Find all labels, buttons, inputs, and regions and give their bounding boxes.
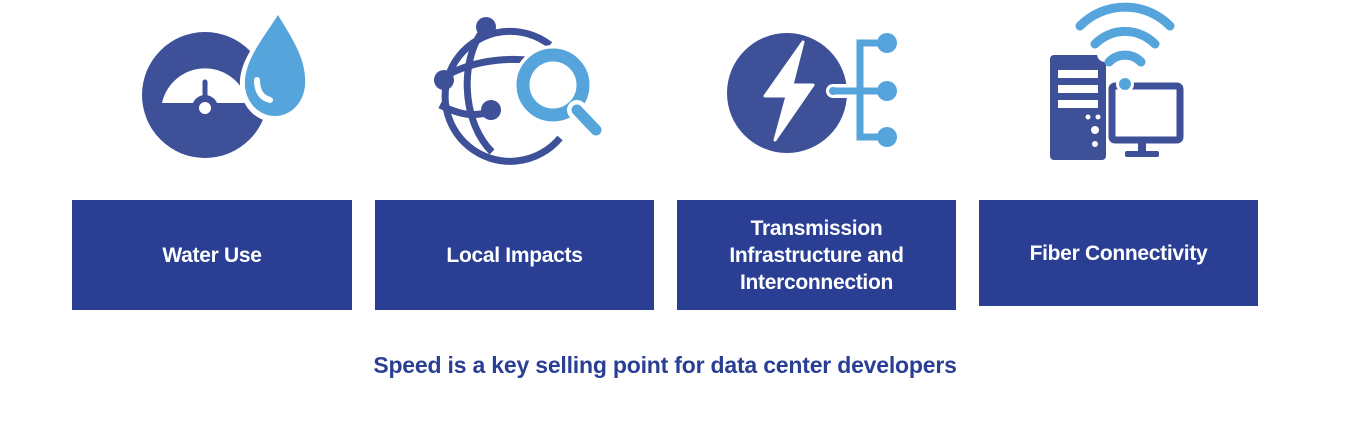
transmission-label-line-3: Interconnection xyxy=(739,270,893,294)
caption: Speed is a key selling point for data ce… xyxy=(373,352,957,378)
local-impacts-label: Local Impacts xyxy=(446,243,583,267)
water-use-label: Water Use xyxy=(162,243,262,267)
transmission-label-line-1: Transmission xyxy=(750,216,883,240)
gauge-water-drop-icon xyxy=(142,9,311,158)
transmission-label-line-2: Infrastructure and xyxy=(729,243,904,267)
lightning-network-icon xyxy=(727,33,897,153)
globe-magnifier-icon xyxy=(434,17,608,165)
computer-wifi-icon xyxy=(1050,2,1186,160)
water-use-box: Water Use xyxy=(72,200,352,310)
local-impacts-box: Local Impacts xyxy=(375,200,654,310)
transmission-box: Transmission Infrastructure and Intercon… xyxy=(677,200,956,310)
fiber-connectivity-box: Fiber Connectivity xyxy=(979,200,1258,306)
fiber-connectivity-label: Fiber Connectivity xyxy=(1029,241,1208,265)
